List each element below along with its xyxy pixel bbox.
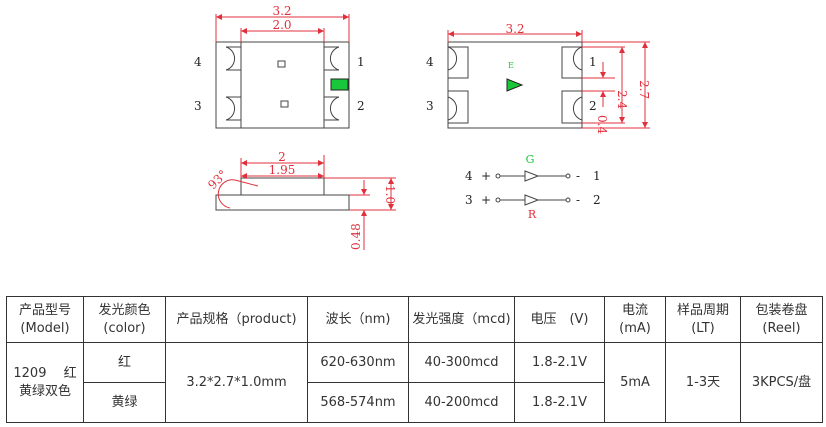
- dim-2-4: 2.4: [615, 90, 629, 109]
- pin-label: 1: [593, 169, 601, 183]
- header-reel: 包装卷盘 (Reel): [740, 296, 823, 343]
- table-row: 黄绿 568-574nm 40-200mcd 1.8-2.1V: [7, 382, 823, 423]
- red-label: R: [528, 208, 537, 221]
- polarity-mark: E: [508, 61, 514, 70]
- minus-sign: -: [576, 193, 580, 207]
- voltage-cell: 1.8-2.1V: [514, 382, 605, 423]
- plus-sign: +: [481, 193, 491, 207]
- intensity-cell: 40-200mcd: [408, 382, 515, 423]
- wavelength-cell: 568-574nm: [307, 382, 409, 423]
- angle-93: 93°: [205, 167, 230, 192]
- minus-sign: -: [576, 169, 580, 183]
- header-lead-time: 样品周期 (LT): [665, 296, 741, 343]
- table-header-row: 产品型号 (Model) 发光颜色 (color) 产品规格（product) …: [6, 296, 823, 343]
- dim-2-7: 2.7: [637, 80, 651, 99]
- header-current: 电流 (mA): [604, 296, 666, 343]
- dim-1-95: 1.95: [269, 163, 296, 177]
- pin-label: 2: [589, 99, 597, 113]
- pin-label: 1: [589, 55, 597, 69]
- dim-2: 2: [278, 150, 286, 164]
- pin-label: 2: [593, 193, 601, 207]
- header-product: 产品规格（product): [165, 296, 308, 343]
- top-view: [215, 41, 350, 129]
- spec-table: 产品型号 (Model) 发光颜色 (color) 产品规格（product) …: [6, 296, 823, 423]
- dim-width: 3.2: [272, 4, 291, 18]
- header-color: 发光颜色 (color): [83, 296, 166, 343]
- dim-0-48: 0.48: [349, 223, 363, 250]
- spec-cell: 3.2*2.7*1.0mm: [165, 342, 308, 423]
- pin-label: 4: [426, 55, 434, 69]
- green-label: G: [526, 153, 535, 166]
- voltage-cell: 1.8-2.1V: [514, 342, 605, 383]
- dim-0-4: 0.4: [595, 115, 609, 134]
- plus-sign: +: [481, 169, 491, 183]
- dim-1-0: 1.0: [383, 185, 397, 204]
- header-voltage: 电压 (V): [514, 296, 605, 343]
- reel-cell: 3KPCS/盘: [740, 342, 823, 423]
- pin-label: 2: [357, 99, 365, 113]
- pin-label: 3: [426, 99, 434, 113]
- pin-label: 1: [357, 55, 365, 69]
- header-model: 产品型号 (Model): [6, 296, 84, 343]
- dim-inner: 2.0: [272, 18, 291, 32]
- table-row: 1209 红 黄绿双色 红 3.2*2.7*1.0mm 620-630nm 40…: [6, 342, 823, 423]
- pin-label: 3: [194, 99, 202, 113]
- intensity-cell: 40-300mcd: [408, 342, 515, 383]
- bottom-view: [447, 41, 583, 129]
- header-wavelength: 波长（nm): [307, 296, 409, 343]
- package-drawing: 3.2 2.0 4 3 1 2 E 3.2 2.4 2.7 0.4 4 3 1 …: [194, 4, 651, 250]
- pin-label: 4: [465, 169, 473, 183]
- pin-label: 4: [194, 55, 202, 69]
- side-view: [215, 177, 350, 211]
- color-cell: 黄绿: [83, 382, 166, 423]
- dim-width: 3.2: [505, 22, 524, 36]
- circuit-diagram: [495, 170, 571, 206]
- current-cell: 5mA: [604, 342, 666, 423]
- lead-time-cell: 1-3天: [665, 342, 741, 423]
- color-cell: 红: [83, 342, 166, 383]
- model-cell: 1209 红 黄绿双色: [6, 342, 84, 423]
- header-intensity: 发光强度（mcd): [408, 296, 515, 343]
- pin-label: 3: [465, 193, 473, 207]
- wavelength-cell: 620-630nm: [307, 342, 409, 383]
